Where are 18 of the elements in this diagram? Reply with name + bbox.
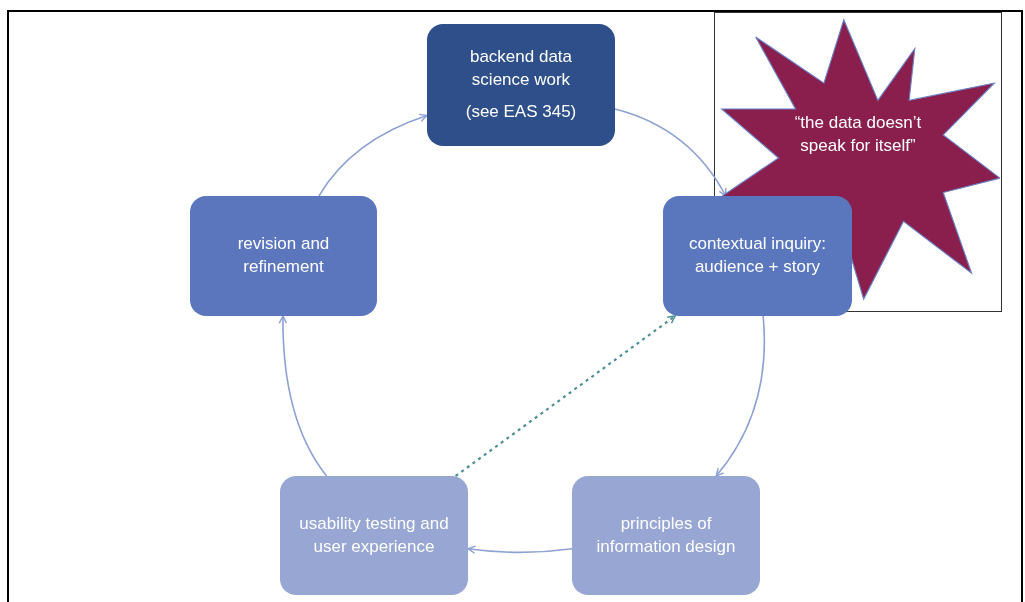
- curved-arrow: [278, 315, 328, 477]
- node-text: contextual inquiry: audience + story: [688, 233, 827, 278]
- curved-arrow: [614, 108, 727, 197]
- process-box: [427, 24, 615, 146]
- curved-arrow: [715, 315, 766, 477]
- curved-arrow: [467, 545, 573, 554]
- curved-arrow: [318, 113, 428, 197]
- node-text: backend data science work: [468, 45, 574, 91]
- node-text: principles of information design: [595, 512, 737, 558]
- process-box: [190, 196, 377, 316]
- process-box: [663, 196, 852, 316]
- node-text: revision and refinement: [236, 233, 331, 278]
- node-text: usability testing and user experience: [298, 512, 450, 558]
- node-text: “the data doesn’t speak for itself”: [793, 112, 923, 157]
- dashed-arrow: [455, 315, 676, 477]
- process-box: [280, 476, 468, 595]
- node-text: (see EAS 345): [465, 101, 577, 124]
- process-box: [572, 476, 760, 595]
